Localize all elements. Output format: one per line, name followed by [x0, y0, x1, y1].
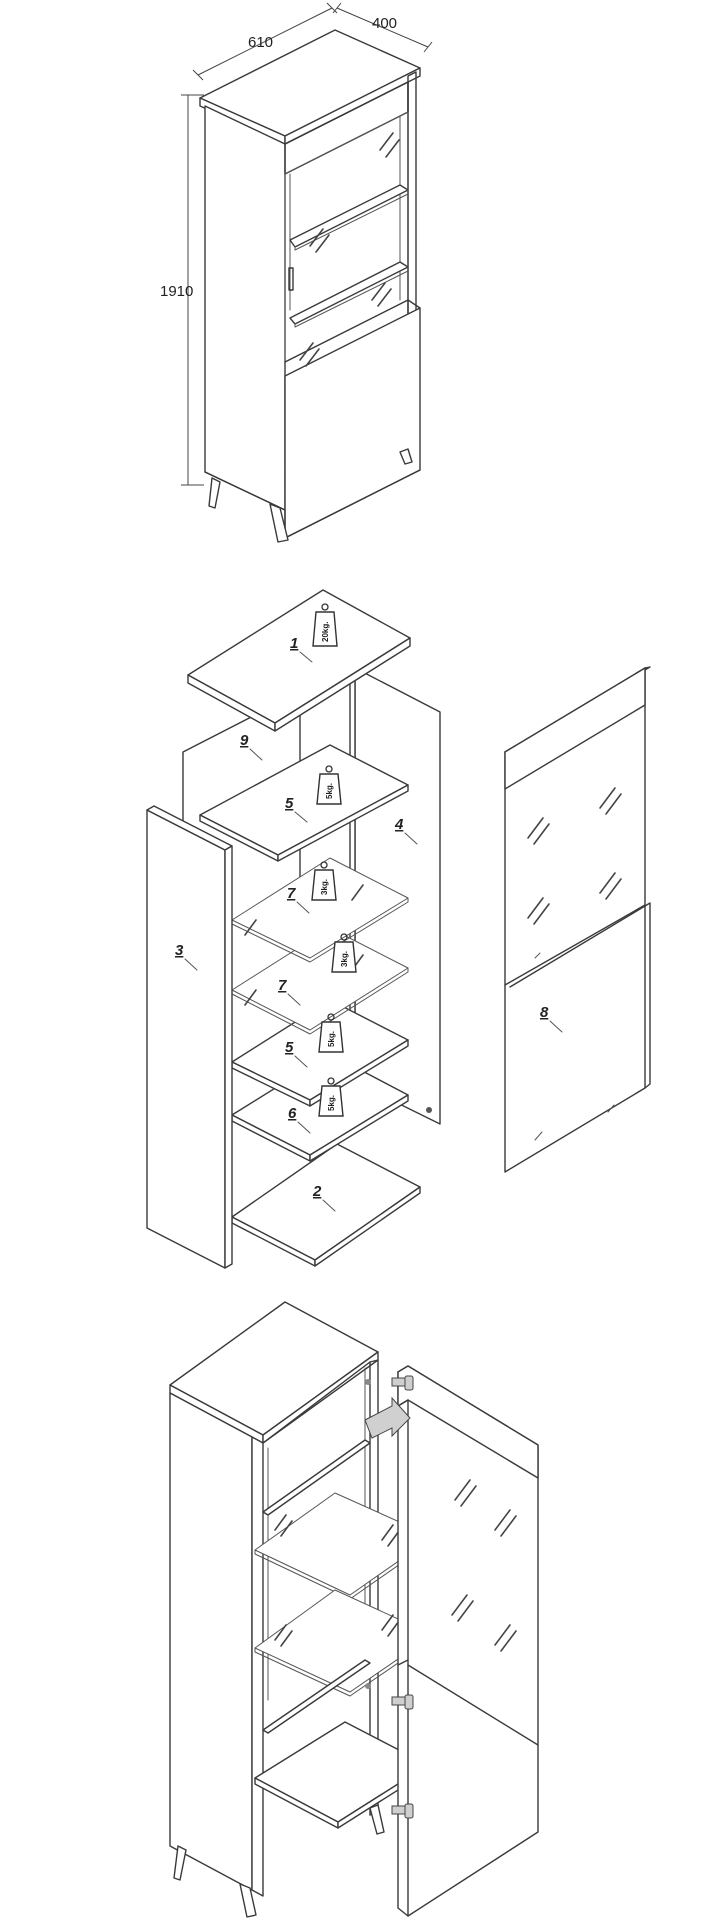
width-label: 610 [248, 34, 273, 51]
weight-icon-shelf7b: 3kg. [331, 933, 357, 973]
part-number-2: 2 [312, 1183, 322, 1200]
part-number-7a: 7 [287, 885, 296, 902]
assembled-cabinet-view: 610 400 1910 [160, 2, 433, 543]
door-mounting-view [169, 1301, 539, 1918]
weight-limit-icons: 20kg. 5kg. 3kg. 3kg. 5kg. [311, 603, 357, 1117]
weight-icon-shelf7a: 3kg. [311, 861, 337, 901]
door-assembly [504, 666, 651, 1173]
weight-label-shelf7a: 3kg. [320, 879, 329, 895]
height-label: 1910 [160, 283, 193, 300]
weight-icon-shelf6: 5kg. [318, 1077, 344, 1117]
part-number-4: 4 [394, 816, 404, 833]
part-number-1: 1 [290, 635, 298, 652]
part-number-6: 6 [288, 1105, 297, 1122]
weight-label-shelf5b: 5kg. [327, 1031, 336, 1047]
part-number-5a: 5 [285, 795, 294, 812]
hinge-top [365, 1375, 414, 1391]
weight-icon-top: 20kg. [312, 603, 338, 647]
weight-icon-shelf5b: 5kg. [318, 1013, 344, 1053]
weight-label-shelf5a: 5kg. [325, 783, 334, 799]
hinge-bottom [391, 1803, 414, 1819]
part-number-9: 9 [240, 732, 249, 749]
left-side-panel [146, 809, 226, 1269]
width-dimension: 610 [192, 2, 338, 81]
exploded-view: 1 9 5 4 3 7 7 5 6 2 8 [146, 589, 651, 1269]
bottom-panel [231, 1143, 421, 1261]
part-number-5b: 5 [285, 1039, 294, 1056]
depth-label: 400 [372, 15, 397, 32]
open-door [397, 1365, 539, 1917]
part-labels: 1 9 5 4 3 7 7 5 6 2 8 [175, 635, 563, 1212]
weight-label-shelf7b: 3kg. [340, 951, 349, 967]
hinge-middle [365, 1683, 414, 1710]
depth-dimension: 400 [332, 2, 433, 53]
weight-icon-shelf5a: 5kg. [316, 765, 342, 805]
weight-label-shelf6: 5kg. [327, 1095, 336, 1111]
height-dimension: 1910 [160, 94, 204, 486]
part-number-3: 3 [175, 942, 184, 959]
mounting-arrow-icon [364, 1396, 411, 1439]
part-number-8: 8 [540, 1004, 549, 1021]
part-number-7b: 7 [278, 977, 287, 994]
weight-label-top: 20kg. [321, 622, 330, 642]
